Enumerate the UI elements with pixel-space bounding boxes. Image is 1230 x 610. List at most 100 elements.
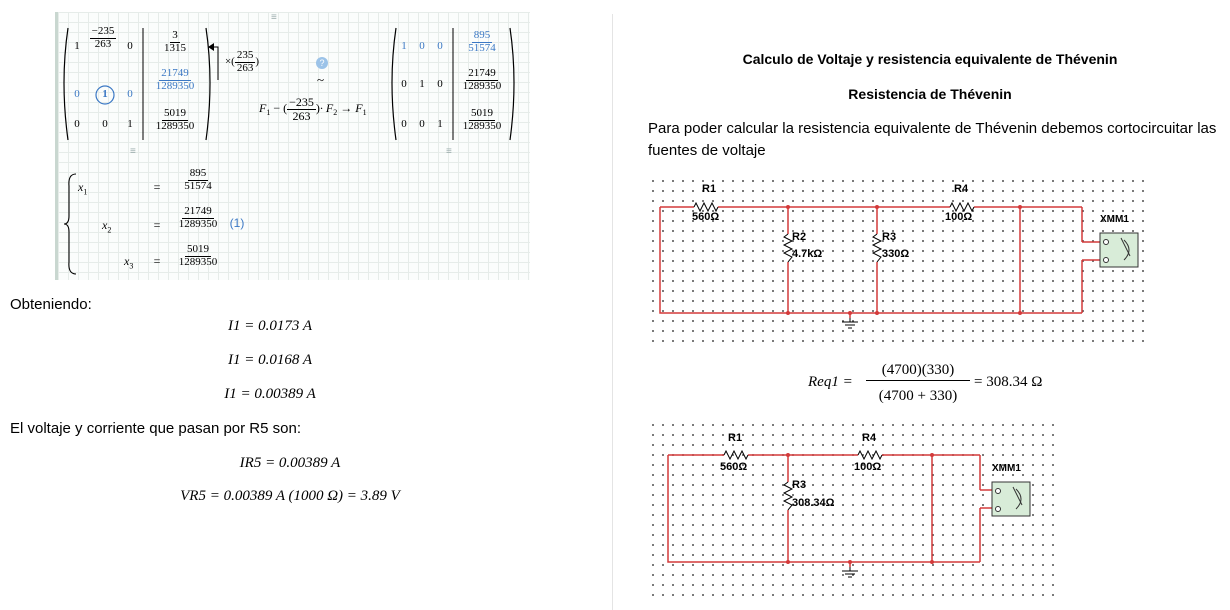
resistor-r1-symbol [723,449,749,461]
numerator: 5019 [469,107,495,121]
matrix-cell: 1 [127,118,133,130]
drag-handle-icon: ≡ [130,146,136,157]
denominator: 263 [236,61,254,74]
req-denominator: (4700 + 330) [878,388,958,404]
r1-value: 560Ω [720,461,748,473]
resistor-r4-symbol [857,449,883,461]
help-icon[interactable]: ? [316,57,328,69]
matrix-cell: 0 [102,118,108,130]
circuit-wires [667,449,1031,578]
meter-label: XMM1 [992,463,1021,474]
r1-value: 560Ω [692,211,720,223]
resistor-r1-symbol [693,201,719,213]
result-equation-2: I1 = 0.0168 A [227,352,312,368]
ground-icon [842,567,858,578]
numerator: −235 [287,95,316,110]
result-equation-1: I1 = 0.0173 A [227,318,312,334]
vr-intro-text: El voltaje y corriente que pasan por R5 … [10,420,301,437]
system-var: x1 [78,180,88,197]
multimeter-icon [1099,232,1139,268]
numerator: 5019 [162,107,188,121]
section-subtitle: Resistencia de Thévenin [848,86,1012,102]
denominator: 1289350 [155,79,195,92]
matrix-cell: 0 [437,78,443,90]
times-row: · F [319,100,334,115]
r4-name: R4 [954,183,969,195]
pivot-cell: 1 [102,88,108,100]
req-result: = 308.34 Ω [974,374,1043,390]
matrix-cell: 0 [419,118,425,130]
resistor-r4-symbol [949,201,975,213]
numerator: −235 [89,25,117,39]
matrix-cell: 0 [127,88,133,100]
matrix-cell: 1 [74,40,80,52]
equation-tag: (1) [229,216,245,230]
matrix-cell: 0 [437,40,443,52]
section-title: Calculo de Voltaje y resistencia equival… [742,51,1118,67]
r1-name: R1 [728,432,743,444]
circuit-diagram-2: R1 560Ω R4 100Ω R3 308.34Ω XMM1 [648,420,1058,596]
numerator: 895 [471,29,493,43]
denominator: 51574 [184,179,212,192]
equals-sign: = [153,180,161,194]
result-equation-3: I1 = 0.00389 A [224,386,316,402]
matrix-cell: 0 [419,40,425,52]
resistor-r2-symbol [782,233,794,263]
drag-handle-icon: ≡ [271,12,277,23]
ground-icon [842,318,858,329]
r2-value: 4.7kΩ [792,248,823,260]
arrow-row: → F [340,100,363,115]
r2-name: R2 [792,231,807,243]
r3-value: 308.34Ω [792,497,835,509]
denominator: 263 [94,37,112,50]
row-symbol: F [259,100,267,115]
denominator: 1315 [164,41,186,54]
denominator: 51574 [468,41,496,54]
denominator: 1289350 [178,255,218,268]
r4-value: 100Ω [945,211,973,223]
denominator: 1289350 [462,119,502,132]
equals-sign: = [153,218,161,232]
r3-value: 330Ω [882,248,910,260]
vr5-equation: VR5 = 0.00389 A (1000 Ω) = 3.89 V [180,488,400,504]
resistor-r3-symbol [871,233,883,263]
meter-label: XMM1 [1100,214,1129,225]
matrix-cell: 0 [401,78,407,90]
subscript: 1 [362,108,367,118]
numerator: 895 [187,167,209,181]
r3-name: R3 [792,479,807,491]
system-var: x3 [124,254,134,271]
resistor-r3-symbol [782,481,794,511]
r4-value: 100Ω [854,461,882,473]
circuit-wires [659,201,1139,329]
matrix-cell: 0 [74,118,80,130]
r3-name: R3 [882,231,897,243]
numerator: 21749 [182,205,214,219]
multimeter-icon [991,481,1031,517]
matrix-cell: 1 [437,118,443,130]
matrix-cell: 1 [401,40,407,52]
denominator: 1289350 [155,119,195,132]
obteniendo-label: Obteniendo: [10,296,92,313]
system-var: x2 [102,218,112,235]
subscript: 2 [333,108,338,118]
equals-sign: = [153,254,161,268]
page-divider [612,14,613,610]
circuit-diagram-1: R1 560Ω R4 100Ω R2 4.7kΩ R3 330Ω XMM1 [648,176,1148,342]
numerator: 21749 [466,67,498,81]
req-lhs: Req1 = [808,374,853,390]
r4-name: R4 [862,432,877,444]
drag-handle-icon: ≡ [446,146,452,157]
matrix-cell: 0 [127,40,133,52]
denominator: 263 [292,108,311,123]
req-numerator: (4700)(330) [866,360,970,381]
